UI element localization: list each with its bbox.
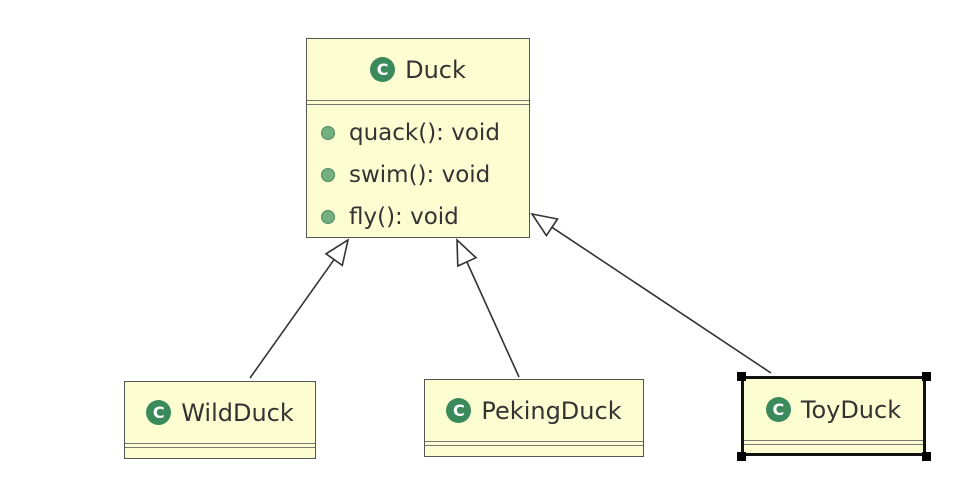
class-toyduck-header: C ToyDuck [744, 379, 923, 441]
public-method-icon [321, 126, 335, 140]
class-pekingduck[interactable]: C PekingDuck [424, 379, 644, 457]
public-method-icon [321, 168, 335, 182]
method-row[interactable]: quack(): void [307, 112, 529, 154]
method-swim: swim(): void [349, 162, 491, 188]
class-c-icon: C [370, 57, 396, 82]
method-fly: fly(): void [349, 204, 459, 230]
public-method-icon [321, 210, 335, 224]
class-toyduck[interactable]: C ToyDuck [741, 376, 926, 456]
method-row[interactable]: swim(): void [307, 154, 529, 196]
class-wildduck[interactable]: C WildDuck [124, 381, 316, 459]
method-quack: quack(): void [349, 120, 500, 146]
method-row[interactable]: fly(): void [307, 196, 529, 238]
class-pekingduck-header: C PekingDuck [425, 380, 643, 442]
class-wildduck-header: C WildDuck [125, 382, 315, 444]
class-c-icon: C [446, 398, 472, 423]
class-wildduck-attributes-compartment [125, 444, 315, 448]
class-duck-methods: quack(): void swim(): void fly(): void [307, 105, 529, 238]
selection-handle-top-right[interactable] [922, 372, 931, 381]
generalization-line-toyduck[interactable] [551, 226, 772, 374]
selection-handle-top-left[interactable] [737, 372, 746, 381]
class-duck-header: C Duck [307, 39, 529, 101]
generalization-arrowhead-pekingduck [456, 238, 478, 268]
class-duck-attributes-compartment [307, 101, 529, 105]
class-c-icon: C [146, 400, 172, 425]
selection-handle-bottom-right[interactable] [922, 452, 931, 461]
generalization-line-wildduck[interactable] [249, 259, 335, 379]
class-wildduck-name: WildDuck [181, 398, 294, 427]
class-toyduck-attributes-compartment [744, 441, 923, 445]
class-c-icon: C [765, 397, 791, 422]
selection-handle-bottom-left[interactable] [737, 452, 746, 461]
class-toyduck-name: ToyDuck [800, 395, 902, 424]
class-pekingduck-attributes-compartment [425, 442, 643, 446]
generalization-arrowhead-toyduck [530, 212, 559, 238]
class-duck-name: Duck [405, 55, 466, 84]
class-pekingduck-name: PekingDuck [481, 396, 622, 425]
generalization-line-pekingduck[interactable] [466, 261, 520, 378]
generalization-arrowhead-wildduck [324, 238, 350, 267]
class-duck[interactable]: C Duck quack(): void swim(): void fly():… [306, 38, 530, 238]
